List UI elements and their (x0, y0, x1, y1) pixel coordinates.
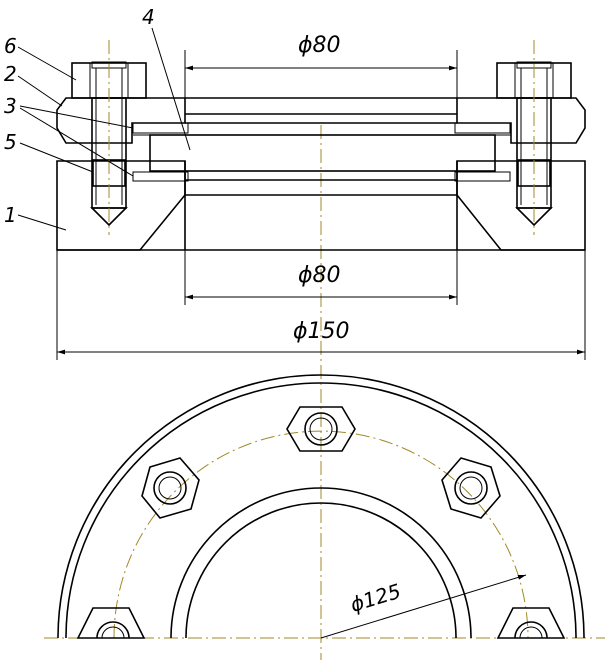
callout-1: 1 (4, 203, 17, 227)
cover-flange (56, 97, 586, 144)
nut-upper-right (441, 457, 501, 519)
nut-upper-left (141, 457, 200, 519)
gasket-top-left (132, 122, 189, 134)
section-view: ϕ80 ϕ80 ϕ150 6 2 3 5 1 (4, 5, 586, 660)
glass-disc (149, 134, 496, 172)
gasket-bottom-left (132, 171, 189, 182)
outer-edge (57, 374, 585, 639)
nut-top (286, 406, 356, 452)
gasket-top-right (454, 122, 511, 134)
body-part (56, 160, 586, 251)
gasket-bottom-right (454, 171, 511, 182)
bolt-circle (113, 430, 529, 639)
dim-bolt-circle-label: ϕ125 (347, 579, 403, 617)
nut-bottom-right (496, 607, 566, 639)
dim-top-bore-label: ϕ80 (298, 33, 341, 58)
nut-bottom-left (76, 607, 146, 639)
bolt-right (496, 40, 572, 235)
callout-2: 2 (4, 62, 17, 86)
callout-6: 6 (4, 34, 17, 58)
dim-overall: ϕ150 (56, 250, 586, 360)
dim-top-bore: ϕ80 (184, 33, 458, 98)
dim-overall-label: ϕ150 (293, 319, 350, 344)
dim-bottom-bore-label: ϕ80 (298, 263, 341, 288)
callout-4: 4 (142, 5, 155, 29)
plan-view: ϕ125 (44, 374, 605, 639)
dim-bottom-bore: ϕ80 (184, 250, 458, 305)
bore-outer (170, 487, 472, 639)
dim-bolt-circle: ϕ125 (320, 574, 527, 639)
callout-3: 3 (4, 94, 17, 118)
part-callouts: 6 2 3 5 1 4 (4, 5, 191, 231)
bore-inner (185, 502, 457, 639)
callout-5: 5 (4, 130, 17, 154)
